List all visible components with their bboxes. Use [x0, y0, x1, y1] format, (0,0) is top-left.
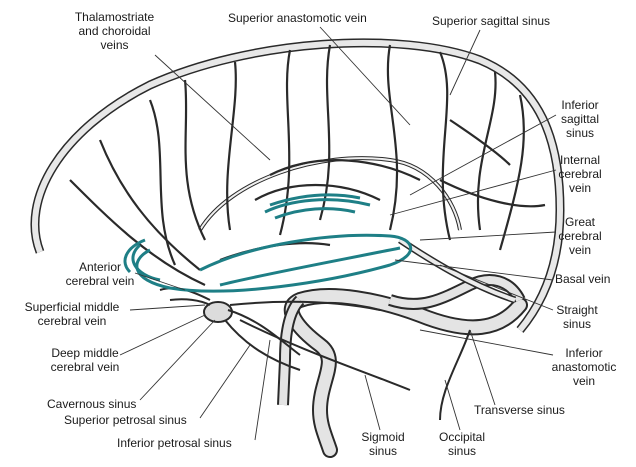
leader-lines — [0, 0, 636, 467]
venous-diagram: Thalamostriate and choroidal veins Super… — [0, 0, 636, 467]
